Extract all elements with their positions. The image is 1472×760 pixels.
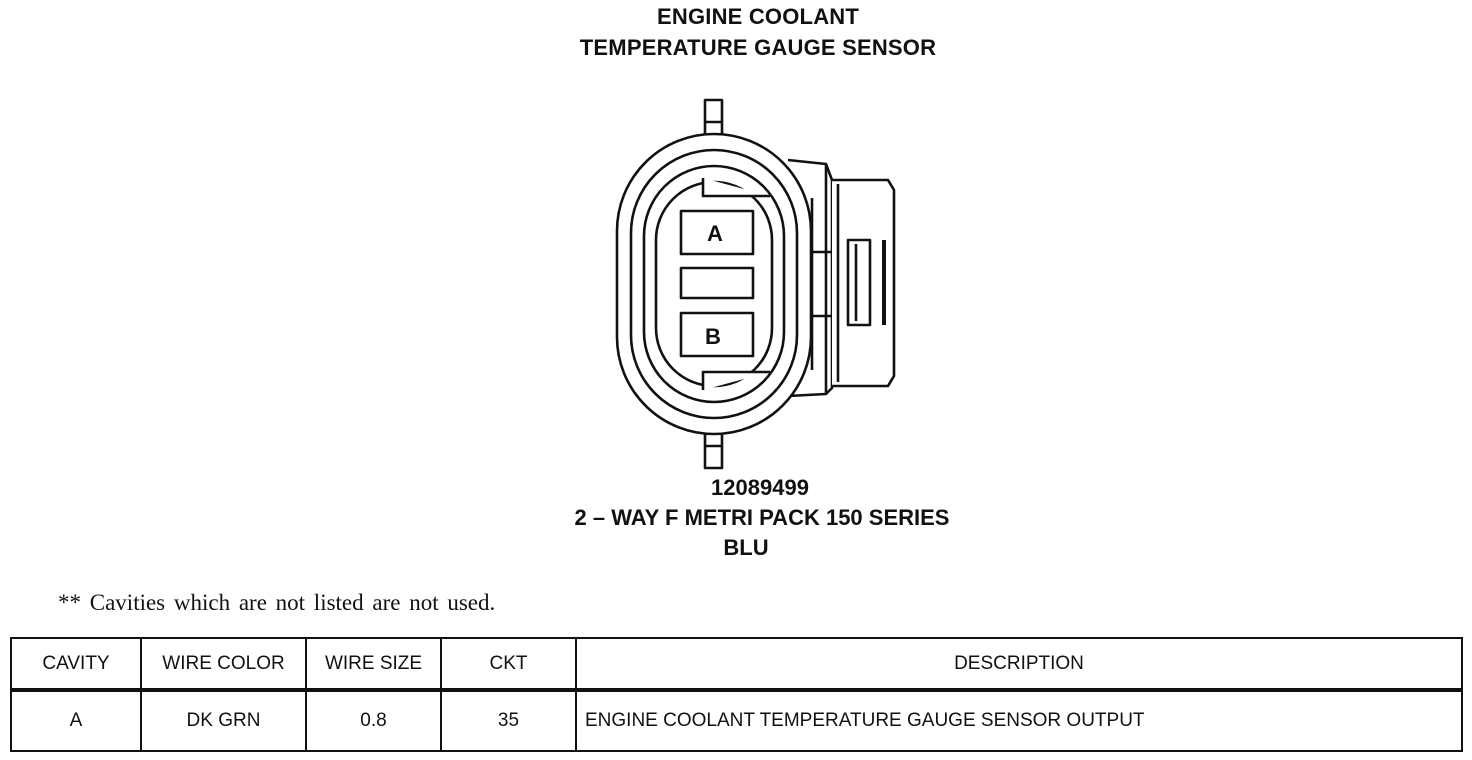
bottom-notch — [701, 370, 770, 390]
table-row: A DK GRN 0.8 35 ENGINE COOLANT TEMPERATU… — [10, 689, 1463, 752]
header-ckt: CKT — [440, 637, 577, 692]
header-description: DESCRIPTION — [575, 637, 1463, 692]
seal-ring-middle — [642, 164, 786, 404]
diagram-title-line-2: TEMPERATURE GAUGE SENSOR — [579, 35, 937, 60]
center-divider — [679, 266, 755, 300]
connector-part-number: 12089499 — [711, 475, 809, 500]
diagram-title-line-1: ENGINE COOLANT — [656, 4, 860, 29]
connector-series: 2 – WAY F METRI PACK 150 SERIES — [574, 505, 950, 530]
cell-cavity: A — [10, 689, 142, 752]
table-header-row: CAVITY WIRE COLOR WIRE SIZE CKT DESCRIPT… — [10, 637, 1463, 692]
cell-ckt: 35 — [440, 689, 577, 752]
connector-color: BLU — [723, 535, 769, 560]
cell-wire-size: 0.8 — [305, 689, 442, 752]
seal-ring-outer — [629, 148, 799, 420]
header-wire-size: WIRE SIZE — [305, 637, 442, 692]
unused-cavities-footnote: ** Cavities which are not listed are not… — [58, 590, 496, 615]
cavity-a-label: A — [707, 221, 723, 246]
top-notch — [701, 178, 770, 198]
header-wire-color: WIRE COLOR — [140, 637, 307, 692]
cell-wire-color: DK GRN — [140, 689, 307, 752]
connector-face-drawing: A B — [615, 98, 896, 470]
circuit-table: CAVITY WIRE COLOR WIRE SIZE CKT DESCRIPT… — [10, 637, 1463, 752]
cavity-a — [679, 209, 755, 256]
cavity-b-label: B — [705, 324, 721, 349]
cell-description: ENGINE COOLANT TEMPERATURE GAUGE SENSOR … — [575, 689, 1463, 752]
cavity-b — [679, 311, 755, 358]
header-cavity: CAVITY — [10, 637, 142, 692]
